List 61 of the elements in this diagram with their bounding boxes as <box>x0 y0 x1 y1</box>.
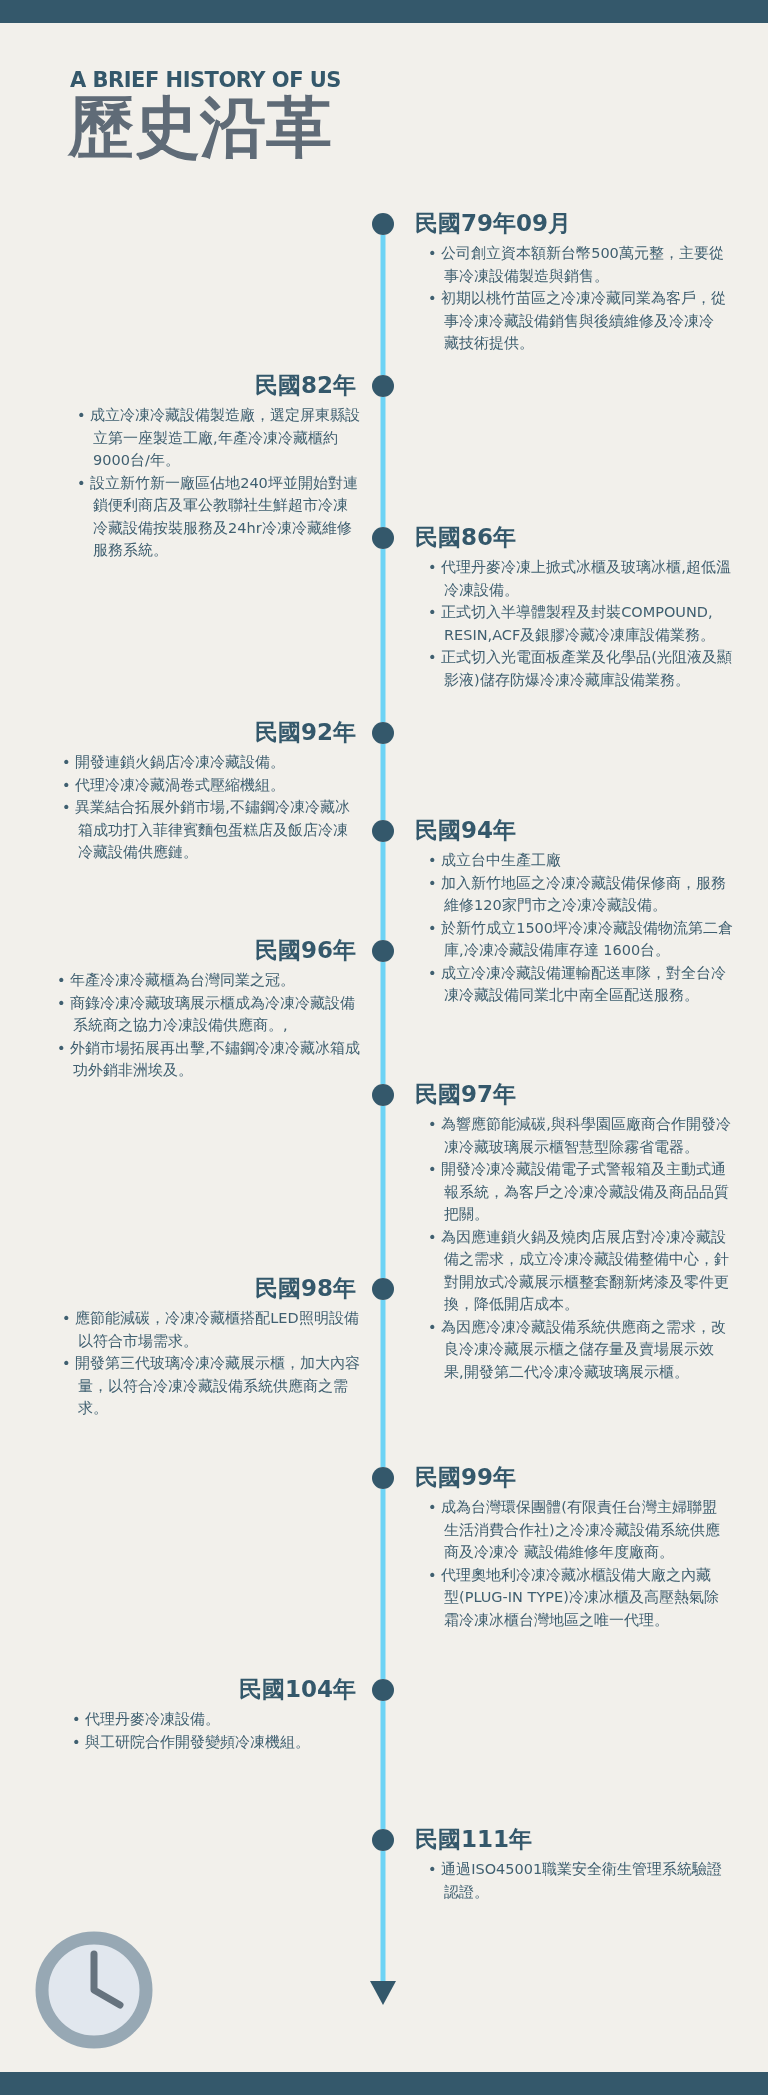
timeline-line <box>380 1701 386 1829</box>
timeline-dot <box>372 1278 394 1300</box>
timeline-dot <box>372 1679 394 1701</box>
bullet-item: • 於新竹成立1500坪冷凍冷藏設備物流第二倉庫,冷凍冷藏設備庫存達 1600台。 <box>428 918 735 960</box>
bullet-item: • 為因應連鎖火鍋及燒肉店展店對冷凍冷藏設備之需求，成立冷凍冷藏設備整備中心，針對開放式冷藏展示櫃整套翻新烤漆及零件更換，降低開店成本。 <box>428 1227 730 1314</box>
bullet-item: • 初期以桃竹苗區之冷凍冷藏同業為客戶，從事冷凍冷藏設備銷售與後續維修及冷凍冷藏技術提供。 <box>428 289 728 353</box>
bullet-item: • 正式切入光電面板產業及化學品(光阻液及顯影液)儲存防爆冷凍冷藏庫設備業務。 <box>428 648 733 690</box>
bullet-item: • 加入新竹地區之冷凍冷藏設備保修商，服務維修120家門市之冷凍冷藏設備。 <box>428 873 728 915</box>
bullet-item: • 開發連鎖火鍋店冷凍冷藏設備。 <box>62 753 287 772</box>
bullet-item: • 代理冷凍冷藏渦卷式壓縮機組。 <box>62 775 287 795</box>
timeline-line <box>380 744 386 820</box>
bullet-item: • 開發冷凍冷藏設備電子式警報箱及主動式通報系統，為客戶之冷凍冷藏設備及商品品質把關。 <box>428 1160 730 1224</box>
bullet-item: • 代理奧地利冷凍冷藏冰櫃設備大廠之內藏型(PLUG-IN TYPE)冷凍冰櫃及高壓熱氣除霜冷凍冰櫃台灣地區之唯一代理。 <box>428 1565 720 1630</box>
bullet-item: • 年產冷凍冷藏櫃為台灣同業之冠。 <box>57 971 297 990</box>
bullet-item: • 商錄冷凍冷藏玻璃展示櫃成為冷凍冷藏設備系統商之協力冷凍設備供應商。, <box>57 993 357 1035</box>
bullet-item: • 代理丹麥冷凍設備。 <box>72 1710 222 1729</box>
timeline-line <box>380 1300 386 1467</box>
timeline-dot <box>372 722 394 744</box>
timeline-dot <box>372 375 394 397</box>
year-heading: 民國97年 <box>415 1080 516 1109</box>
timeline-line <box>380 549 386 722</box>
timeline-line <box>380 1489 386 1679</box>
bullet-item: • 成為台灣環保團體(有限責任台灣主婦聯盟生活消費合作社)之冷凍冷藏設備系統供應商及冷凍冷 藏設備維修年度廠商。 <box>428 1498 721 1562</box>
timeline-dot <box>372 1829 394 1851</box>
bullet-item: • 通過ISO45001職業安全衛生管理系統驗證認證。 <box>428 1860 723 1902</box>
timeline-line <box>380 842 386 940</box>
timeline-dot <box>372 1467 394 1489</box>
bullet-item: • 應節能減碳，冷凍冷藏櫃搭配LED照明設備以符合市場需求。 <box>62 1309 360 1351</box>
bullet-item: • 成立冷凍冷藏設備製造廠，選定屏東縣設立第一座製造工廠,年產冷凍冷藏櫃約9000台/年。 <box>77 406 362 470</box>
timeline-dot <box>372 527 394 549</box>
timeline-line <box>380 1106 386 1278</box>
bullet-item: • 公司創立資本額新台幣500萬元整，主要從事冷凍設備製造與銷售。 <box>428 244 725 286</box>
bullet-item: • 成立冷凍冷藏設備運輸配送車隊，對全台冷凍冷藏設備同業北中南全區配送服務。 <box>428 963 728 1005</box>
year-heading: 民國96年 <box>255 936 356 965</box>
year-heading: 民國99年 <box>415 1463 516 1492</box>
bullet-item: • 與工研院合作開發變頻冷凍機組。 <box>72 1732 312 1752</box>
bullet-item: • 代理丹麥冷凍上掀式冰櫃及玻璃冰櫃,超低溫冷凍設備。 <box>428 558 732 600</box>
timeline-dot <box>372 213 394 235</box>
bullet-item: • 設立新竹新一廠區佔地240坪並開始對連鎖便利商店及軍公教聯社生鮮超市冷凍冷藏設備按裝服務及24hr冷凍冷藏維修服務系統。 <box>77 473 359 560</box>
timeline-line <box>380 962 386 1084</box>
year-heading: 民國92年 <box>255 718 356 747</box>
year-heading: 民國86年 <box>415 523 516 552</box>
bullet-item: • 外銷市場拓展再出擊,不鏽鋼冷凍冷藏冰箱成功外銷非洲埃及。 <box>57 1038 361 1080</box>
timeline-dot <box>372 940 394 962</box>
timeline-arrow <box>370 1851 396 2005</box>
year-heading: 民國94年 <box>415 816 516 845</box>
year-heading: 民國104年 <box>239 1675 356 1704</box>
timeline-dot <box>372 1084 394 1106</box>
bullet-item: • 為響應節能減碳,與科學園區廠商合作開發冷凍冷藏玻璃展示櫃智慧型除霧省電器。 <box>428 1115 732 1157</box>
year-heading: 民國79年09月 <box>415 209 571 238</box>
bullet-item: • 異業結合拓展外銷市場,不鏽鋼冷凍冷藏冰箱成功打入菲律賓麵包蛋糕店及飯店冷凍冷藏設備供應鏈。 <box>62 798 351 862</box>
year-heading: 民國111年 <box>415 1825 532 1854</box>
bullet-item: • 成立台中生產工廠 <box>428 851 563 870</box>
timeline-line <box>380 397 386 527</box>
year-heading: 民國82年 <box>255 371 356 400</box>
timeline-dot <box>372 820 394 842</box>
year-heading: 民國98年 <box>255 1274 356 1303</box>
timeline-line <box>380 235 386 375</box>
bullet-item: • 開發第三代玻璃冷凍冷藏展示櫃，加大內容量，以符合冷凍冷藏設備系統供應商之需求。 <box>62 1354 362 1418</box>
bullet-item: • 為因應冷凍冷藏設備系統供應商之需求，改良冷凍冷藏展示櫃之儲存量及賣場展示效果,開發第二代冷凍冷藏玻璃展示櫃。 <box>428 1317 728 1382</box>
bullet-item: • 正式切入半導體製程及封裝COMPOUND, RESIN,ACF及銀膠冷藏冷凍庫設備業務。 <box>428 603 717 645</box>
